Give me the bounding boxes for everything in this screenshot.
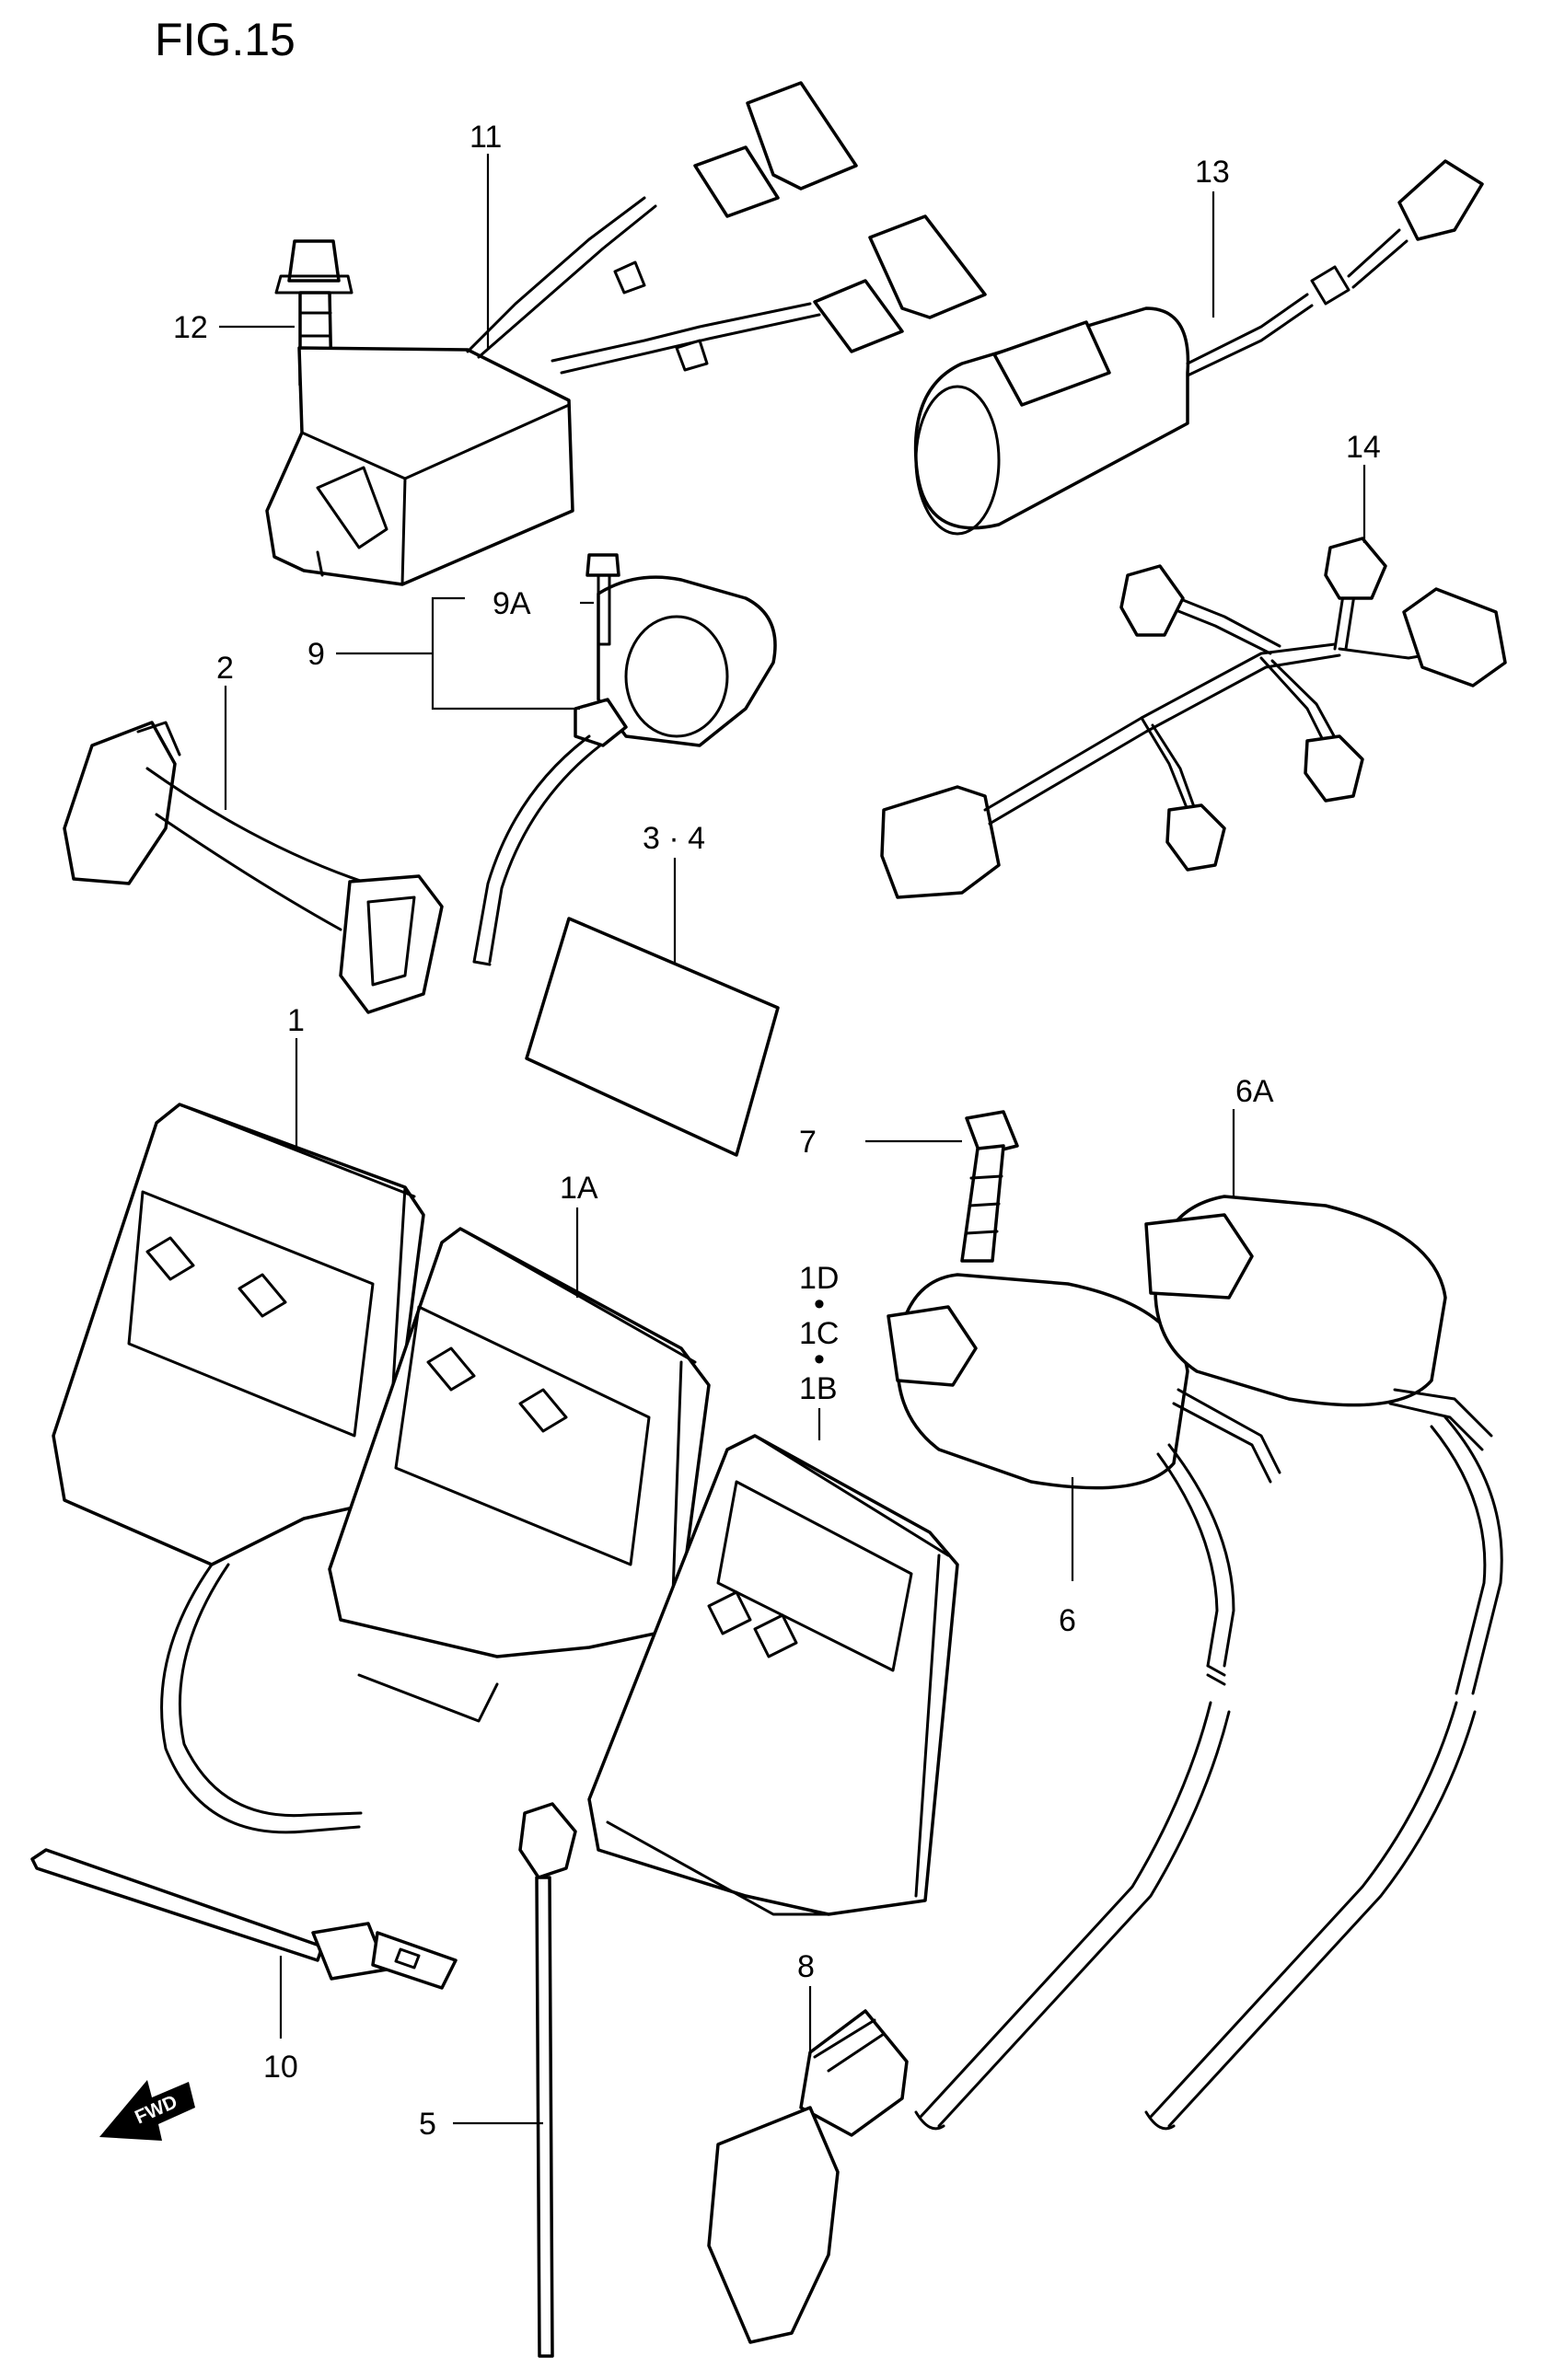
callout-11: 11 [470,120,502,155]
callout-6: 6 [1059,1603,1076,1638]
callout-9: 9 [307,637,325,672]
part-1-unit [52,1103,425,1834]
callout-dot-1: • [814,1287,825,1322]
part-14-harness [880,537,1507,899]
callout-6a: 6A [1235,1074,1274,1109]
leader-lines [219,154,1366,2125]
callout-2: 2 [216,651,234,686]
callout-dot-2: • [814,1342,825,1377]
callout-9a: 9A [493,586,531,621]
callout-7: 7 [799,1125,817,1160]
part-1b-unit [587,1434,959,1916]
part-1a-unit [328,1227,711,1723]
fwd-direction-arrow: FWD [99,2080,195,2141]
part-11-module [265,81,987,586]
callout-5: 5 [419,2107,436,2142]
callout-1b: 1B [799,1371,838,1406]
part-7-bolt [960,1110,1019,1263]
part-3-4-pad [525,917,780,1157]
part-9-clamp [472,553,777,966]
callout-1c: 1C [799,1316,839,1351]
callout-14: 14 [1346,430,1381,465]
callout-8: 8 [797,1949,815,1984]
callout-1d: 1D [799,1261,839,1296]
callout-3-4: 3 · 4 [643,821,705,856]
callout-10: 10 [263,2050,298,2085]
part-8-plug-cap [707,2009,909,2344]
callout-13: 13 [1195,155,1230,190]
part-13-condenser [913,159,1484,536]
callout-1a: 1A [560,1171,598,1206]
part-2-strap [63,721,444,1014]
part-10-tie [30,1848,458,1990]
callout-1: 1 [287,1003,305,1038]
callout-12: 12 [173,310,208,345]
figure-title: FIG.15 [155,14,296,65]
callout-labels: 11 12 13 14 9A 9 2 3 · 4 1 6A 1A 7 1D • … [173,120,1381,2142]
part-6-coil [887,1273,1281,2131]
part-5-strap [518,1802,577,2358]
part-6a-coil [1144,1195,1503,2131]
